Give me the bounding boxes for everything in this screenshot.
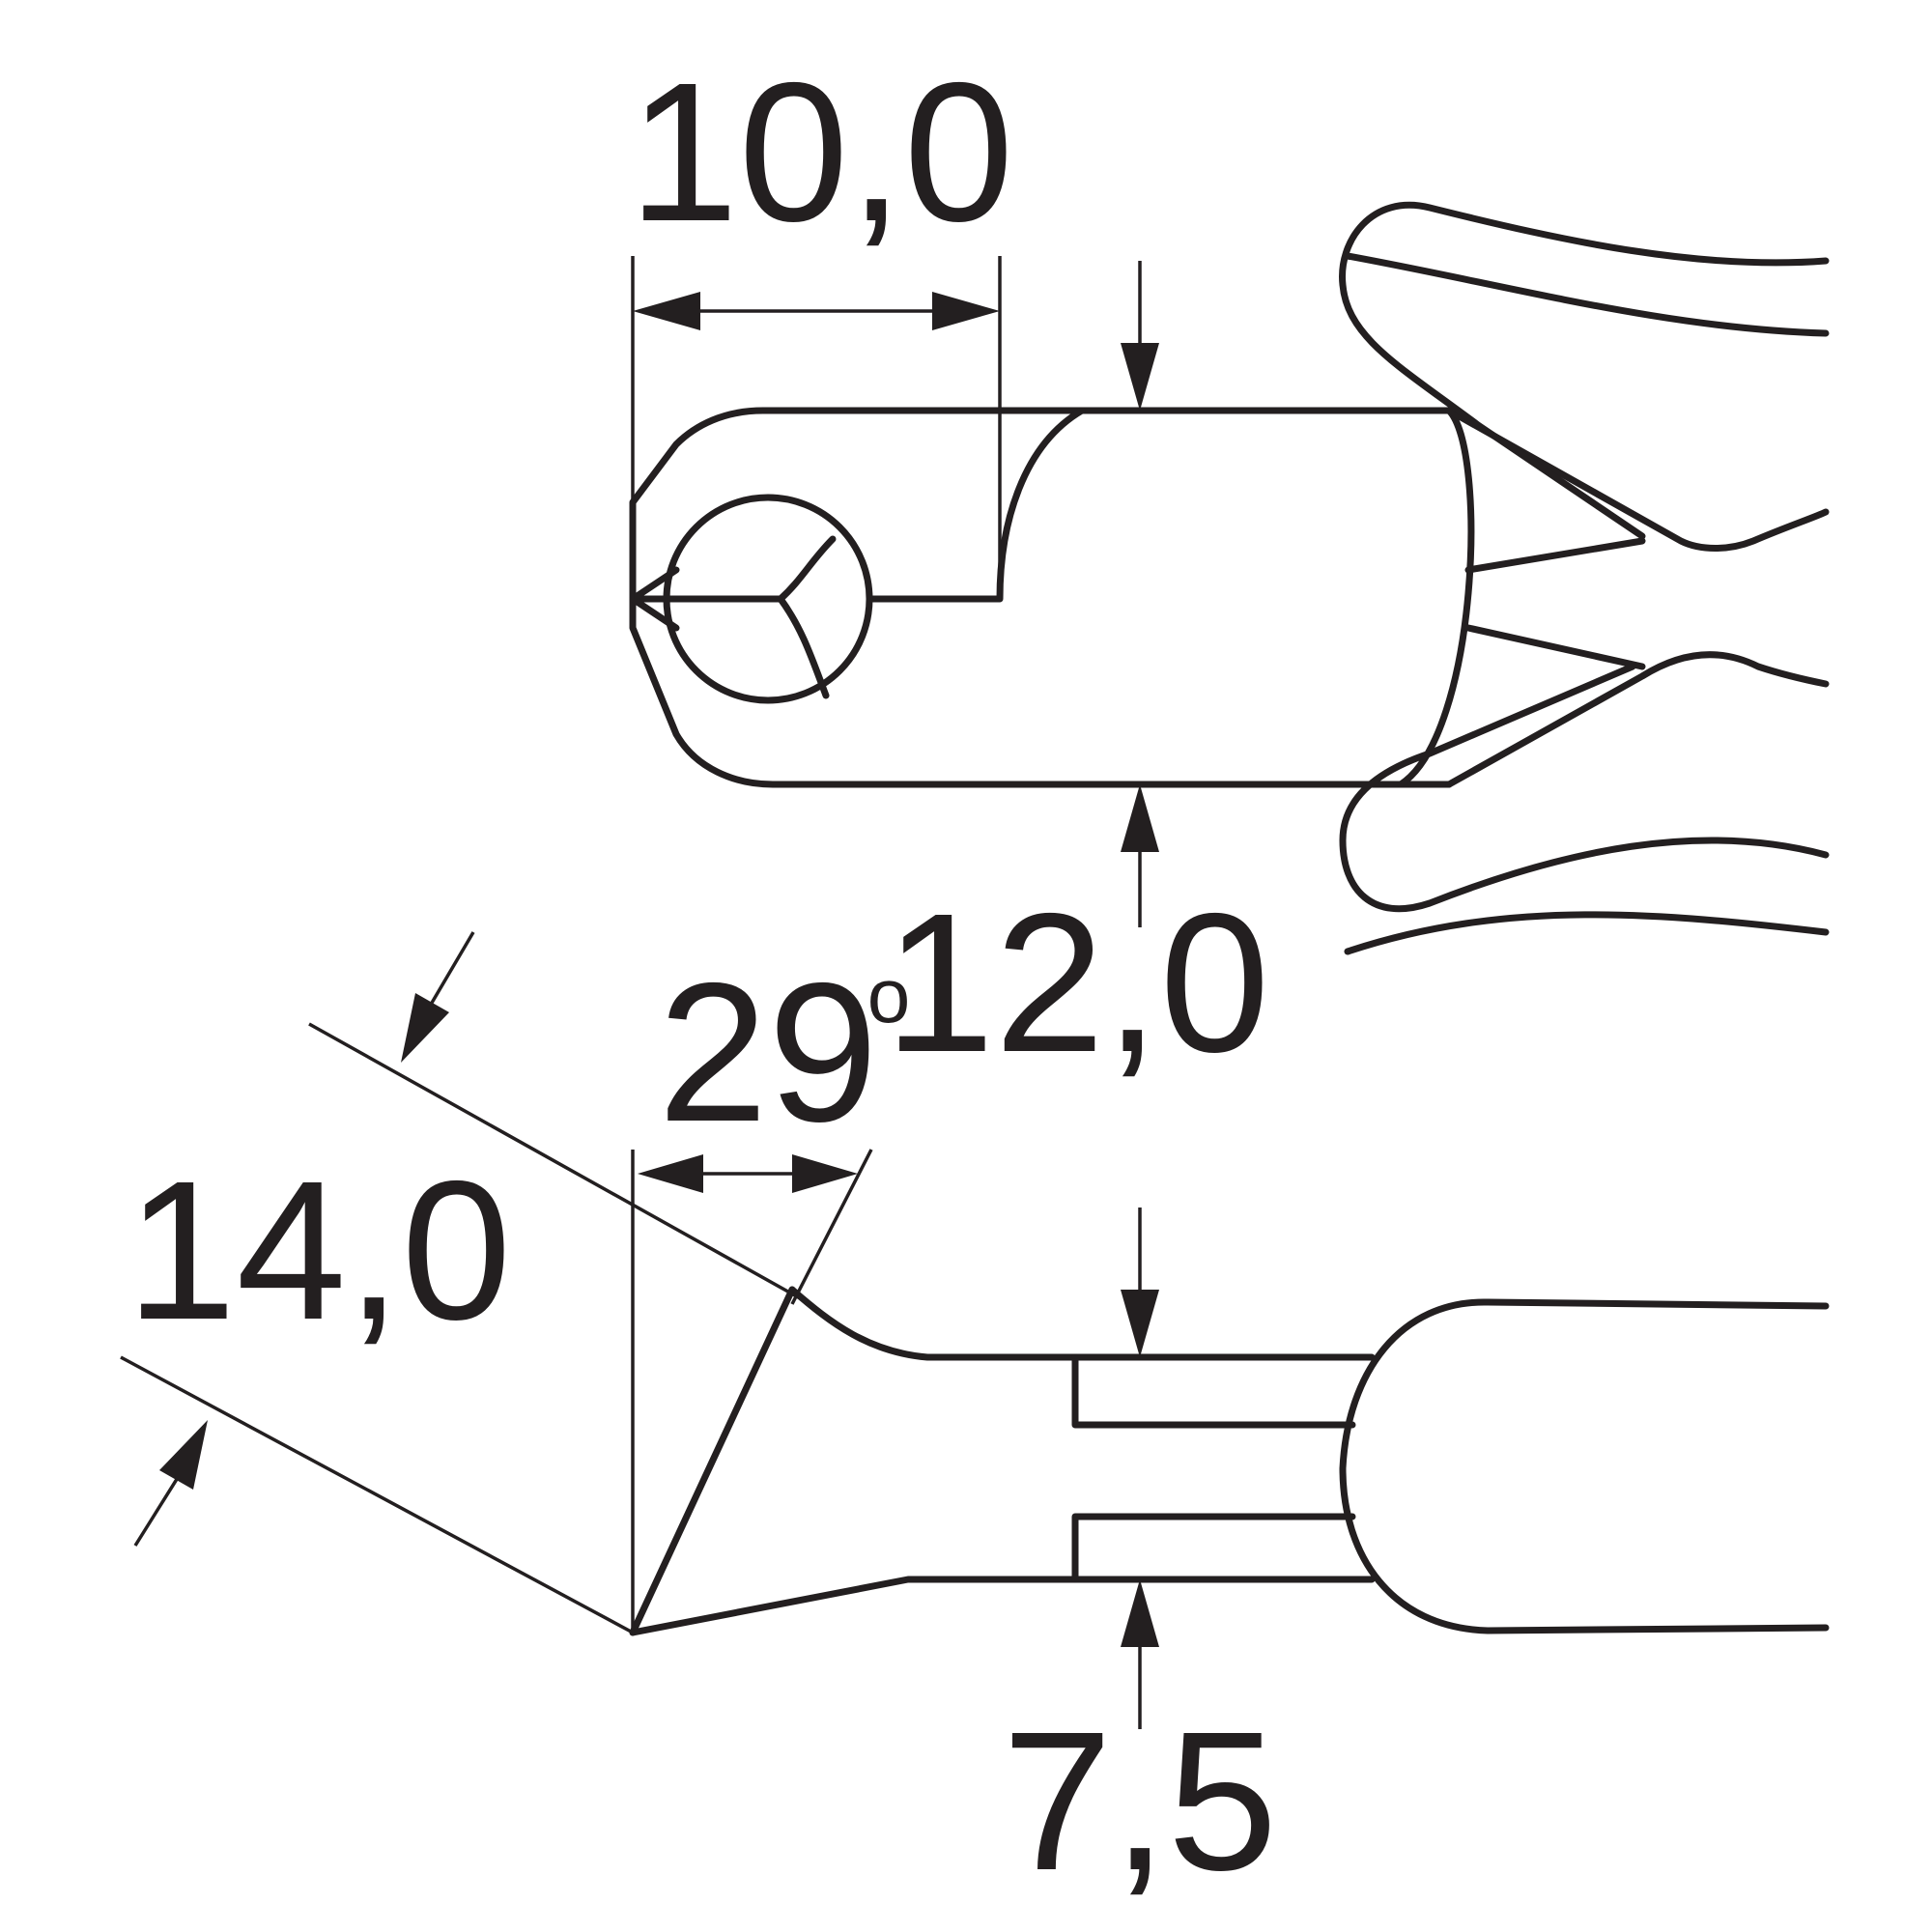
dimension-head-length: 14,0: [120, 931, 803, 1634]
side-view: [629, 1286, 1830, 1636]
head-length-label: 14,0: [127, 1140, 512, 1361]
jaw-tip: [629, 566, 680, 632]
head-width-label: 10,0: [629, 42, 1014, 263]
dimension-head-width: 10,0: [629, 42, 1014, 599]
handle-side: [1339, 1298, 1830, 1634]
jaw-bevel-edge: [629, 1286, 796, 1636]
head-outline: [629, 407, 1453, 788]
upper-handle-grip: [1339, 201, 1830, 540]
joint-slot: [1464, 537, 1646, 670]
jaw-upper-step: [1071, 1353, 1356, 1429]
wire-hole-split: [629, 535, 837, 699]
upper-handle-inner: [1344, 252, 1830, 337]
bevel-angle-label: 29: [658, 942, 878, 1163]
lower-handle: [1445, 651, 1830, 788]
lower-handle-grip: [1339, 663, 1830, 913]
jaw-lower-step: [1071, 1513, 1356, 1583]
head-height-label: 12,0: [885, 872, 1270, 1094]
lower-handle-inner: [1344, 911, 1830, 955]
jaw-thickness-label: 7,5: [1003, 1690, 1278, 1912]
cutting-edge: [866, 407, 1086, 603]
jaw-top-profile: [788, 1286, 1376, 1361]
joint-box: [1397, 407, 1475, 788]
dimension-head-height: 12,0: [885, 261, 1270, 1094]
degree-symbol: o: [867, 952, 911, 1038]
jaw-bottom-profile: [629, 1576, 1376, 1636]
dimension-jaw-thickness: 7,5: [1003, 1208, 1278, 1912]
upper-handle: [1445, 407, 1830, 552]
dimension-bevel-angle: 29 o: [631, 942, 911, 1633]
top-view: [629, 201, 1830, 955]
